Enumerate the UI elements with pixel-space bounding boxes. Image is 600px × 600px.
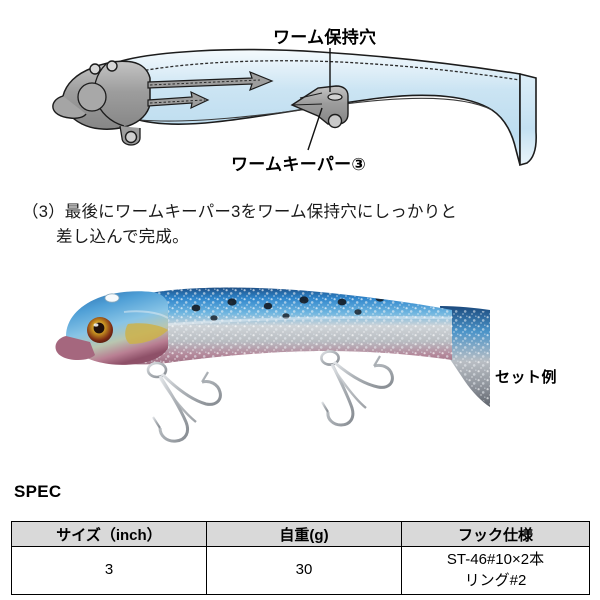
front-hook-assembly: [146, 361, 222, 443]
label-worm-keeper: ワームキーパー③: [231, 155, 366, 174]
spec-header-size: サイズ（inch）: [11, 521, 207, 547]
shaft-barb-dashes-2: [149, 99, 206, 104]
spec-cell-weight: 30: [206, 546, 402, 595]
split-ring-front: [146, 361, 168, 379]
line-eyelet-front: [89, 63, 101, 75]
line-tie-hole: [104, 293, 120, 303]
spec-cell-hook-line1: ST-46#10×2本: [446, 551, 545, 569]
spec-cell-hook: ST-46#10×2本 リング#2: [401, 546, 590, 595]
insertion-arrows: [147, 70, 274, 110]
lure-photo-svg: [55, 287, 490, 443]
worm-keeper-clip: [290, 85, 349, 129]
leader-line-worm-keeper: [307, 107, 323, 151]
spec-header-row: サイズ（inch） 自重(g) フック仕様: [11, 521, 590, 547]
table-row: 3 30 ST-46#10×2本 リング#2: [11, 546, 590, 595]
split-ring-rear: [320, 350, 340, 366]
shaft-barb-dashes: [149, 79, 261, 86]
line-eyelet-rear: [106, 60, 118, 72]
instruction-text: （3）最後にワームキーパー3をワーム保持穴にしっかりと 差し込んで完成。: [22, 200, 582, 250]
assembly-diagram-svg: ワーム保持穴 ワームキーパー③: [52, 27, 537, 174]
set-example-label: セット例: [495, 369, 558, 386]
lure-head: [55, 291, 169, 365]
spec-cell-hook-line2: リング#2: [464, 571, 527, 589]
spec-cell-size: 3: [11, 546, 207, 595]
spec-table: サイズ（inch） 自重(g) フック仕様 3 30 ST-46#10×2本 リ…: [11, 521, 590, 595]
label-worm-hole: ワーム保持穴: [273, 27, 376, 47]
spec-header-hook: フック仕様: [401, 521, 590, 547]
worm-body-shape: [112, 48, 537, 167]
keeper-hole: [327, 113, 343, 129]
assembly-diagram: ワーム保持穴 ワームキーパー③: [0, 0, 600, 190]
spec-header-weight: 自重(g): [206, 521, 402, 547]
worm-ridge-dashes: [125, 60, 521, 81]
belly-hook-eyelet: [124, 130, 138, 144]
jig-head: [52, 60, 151, 146]
rear-hook-assembly: [320, 350, 394, 427]
lure-photo: [0, 252, 600, 457]
spec-heading: SPEC: [14, 482, 62, 501]
instruction-line-1: （3）最後にワームキーパー3をワーム保持穴にしっかりと: [22, 203, 458, 221]
instruction-line-2: 差し込んで完成。: [56, 227, 189, 246]
